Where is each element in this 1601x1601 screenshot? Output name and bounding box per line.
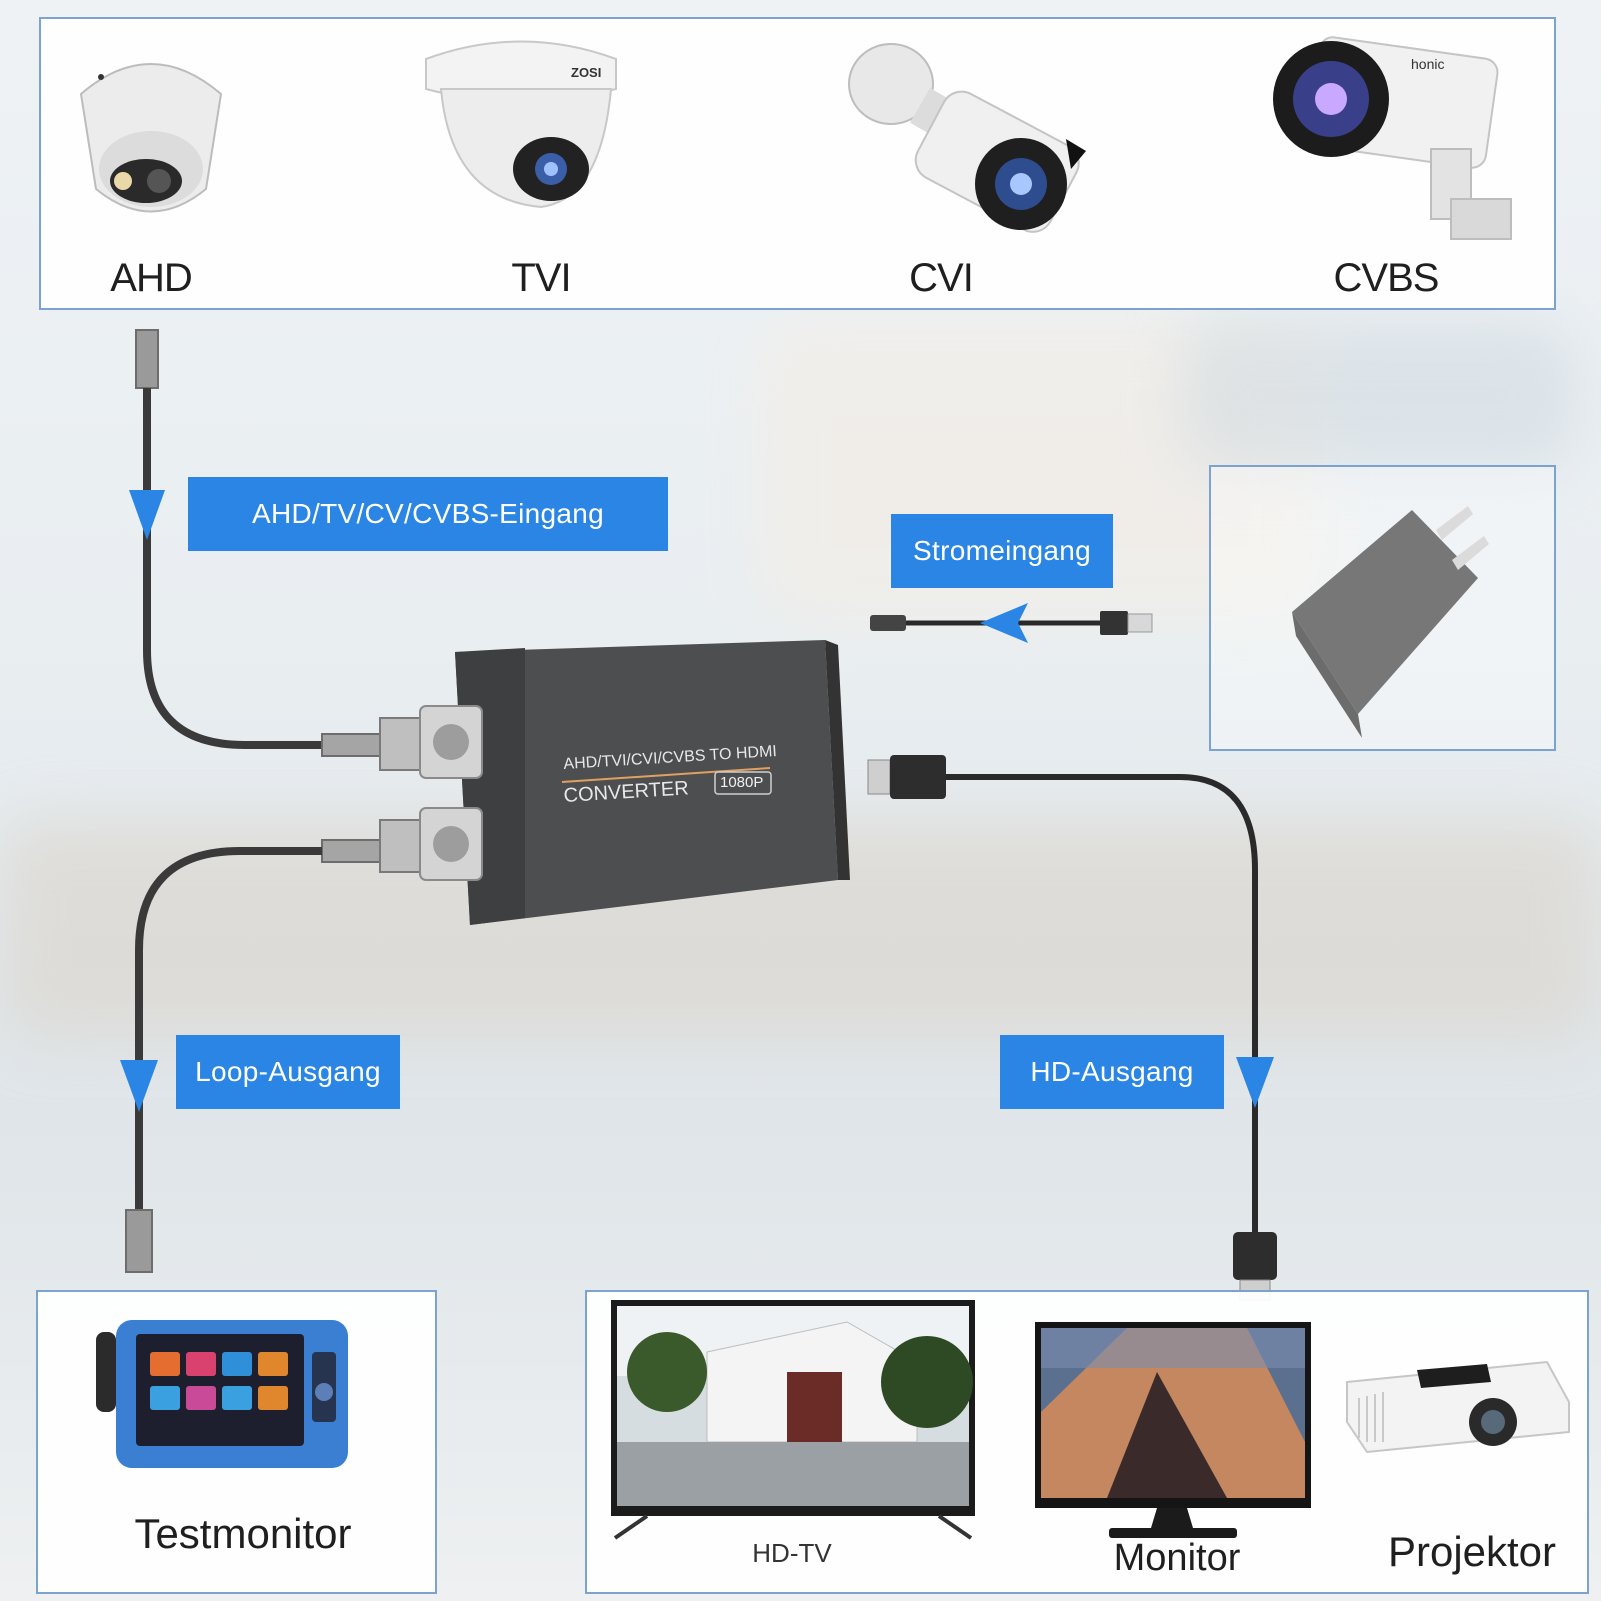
arrow-down-icon <box>120 1060 158 1112</box>
coax-input-cable <box>135 329 383 757</box>
test-monitor-icon <box>96 1320 348 1468</box>
camera-label-cvbs: CVBS <box>1333 256 1440 300</box>
camera-label-tvi: TVI <box>511 256 571 300</box>
camera-label-ahd: AHD <box>110 256 192 300</box>
svg-text:honic: honic <box>1411 56 1444 72</box>
background-shape <box>1180 320 1580 470</box>
label-loop: Loop-Ausgang <box>176 1035 400 1109</box>
camera-label-cvi: CVI <box>909 256 974 300</box>
power-adapter-panel <box>1209 465 1556 751</box>
bullet-camera-icon: honic <box>1273 36 1512 240</box>
monitor-icon <box>1035 1322 1311 1538</box>
label-hd-out: HD-Ausgang <box>1000 1035 1224 1109</box>
label-input: AHD/TV/CV/CVBS-Eingang <box>188 477 668 551</box>
power-adapter-icon <box>1292 506 1489 738</box>
output-label-monitor: Monitor <box>1113 1537 1241 1579</box>
arrow-down-icon <box>1236 1057 1274 1108</box>
output-label-testmonitor: Testmonitor <box>134 1510 352 1557</box>
testmonitor-panel: Testmonitor <box>36 1290 437 1594</box>
display-illustrations <box>611 1300 1570 1540</box>
bullet-camera-icon <box>848 43 1086 233</box>
tv-icon <box>611 1300 975 1540</box>
dome-camera-icon: ZOSI <box>425 40 617 209</box>
output-label-hdtv: HD-TV <box>752 1538 832 1568</box>
bnc-loop-connector <box>379 807 483 881</box>
coax-loop-cable <box>125 839 383 1273</box>
camera-panel: ZOSI honic AHD TVI CVI CVBS <box>39 17 1556 310</box>
label-power: Stromeingang <box>891 514 1113 588</box>
arrow-down-icon <box>129 490 165 540</box>
hdmi-cable <box>867 755 1277 1301</box>
projector-icon <box>1346 1360 1570 1454</box>
svg-text:ZOSI: ZOSI <box>571 65 601 80</box>
bnc-input-connector <box>379 705 483 779</box>
output-label-projektor: Projektor <box>1387 1528 1557 1575</box>
converter-badge: 1080P <box>720 774 764 791</box>
converter-device <box>379 640 850 925</box>
display-panel: HD-TV Monitor Projektor <box>585 1290 1589 1594</box>
camera-illustrations: ZOSI honic <box>79 36 1512 240</box>
dome-camera-icon <box>79 63 223 213</box>
arrow-left-icon <box>980 603 1028 643</box>
